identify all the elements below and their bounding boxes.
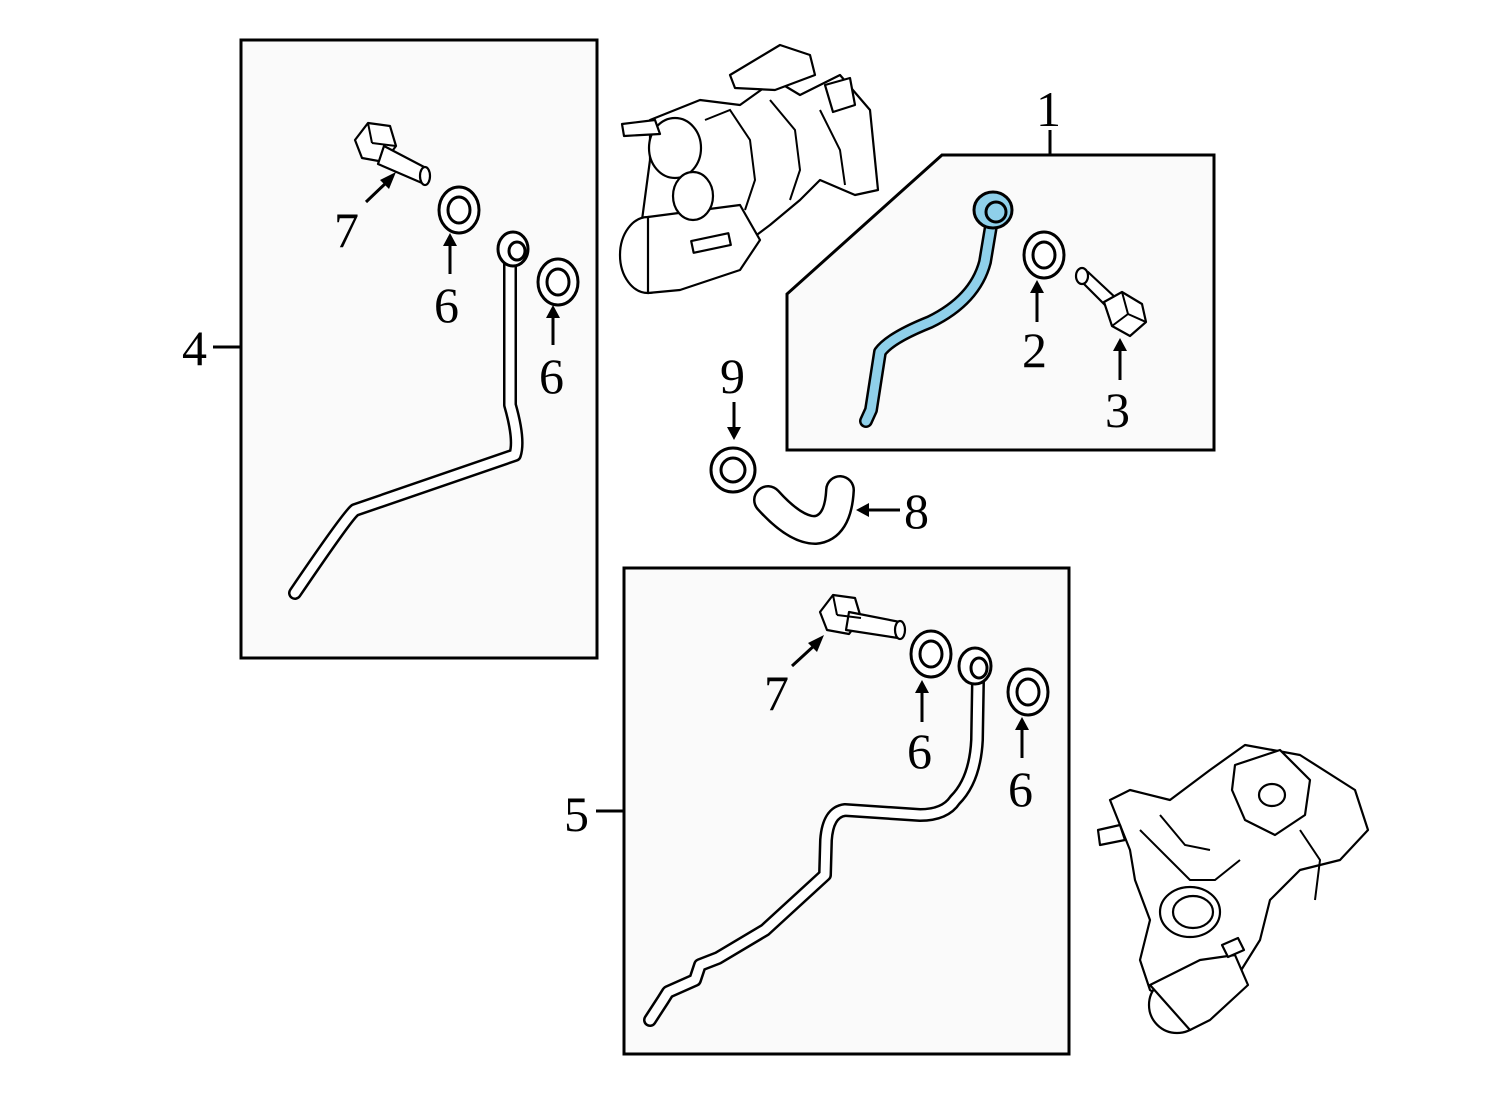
callout-2: 2: [1022, 322, 1047, 378]
callout-6: 6: [434, 277, 459, 333]
washer-part[interactable]: [1022, 230, 1066, 280]
callout-6: 6: [1008, 761, 1033, 817]
callout-7: 7: [334, 202, 359, 258]
group-1-frame: [785, 153, 1216, 452]
washer-part[interactable]: [536, 257, 580, 307]
group-1[interactable]: 1 2 3: [785, 81, 1216, 452]
washer-part[interactable]: [437, 185, 481, 235]
group-4[interactable]: 4 7 6 6: [182, 38, 599, 660]
bolt-part[interactable]: [818, 593, 907, 641]
turbocharger-illustration-top: [618, 43, 880, 295]
oil-return-line-part[interactable]: [643, 646, 993, 1027]
callout-6: 6: [907, 723, 932, 779]
loose-parts[interactable]: 9 8: [709, 348, 929, 546]
group-5[interactable]: 5 7 6 6: [564, 566, 1071, 1056]
callout-6: 6: [539, 348, 564, 404]
bolt-part[interactable]: [353, 121, 432, 187]
washer-part[interactable]: [709, 446, 757, 494]
callout-4: 4: [182, 320, 207, 376]
oil-feed-tube-highlighted[interactable]: [859, 190, 1014, 428]
bolt-part[interactable]: [1074, 266, 1148, 338]
callout-5: 5: [564, 786, 589, 842]
callout-7: 7: [764, 665, 789, 721]
callout-8: 8: [904, 483, 929, 539]
hose-part[interactable]: [753, 475, 855, 546]
callout-3: 3: [1105, 382, 1130, 438]
turbocharger-illustration-bottom: [1096, 743, 1370, 1035]
group-4-frame: [239, 38, 599, 660]
oil-line-part[interactable]: [288, 230, 530, 600]
washer-part[interactable]: [1006, 667, 1050, 717]
callout-9: 9: [720, 348, 745, 404]
callout-1: 1: [1036, 81, 1061, 137]
washer-part[interactable]: [909, 629, 953, 679]
